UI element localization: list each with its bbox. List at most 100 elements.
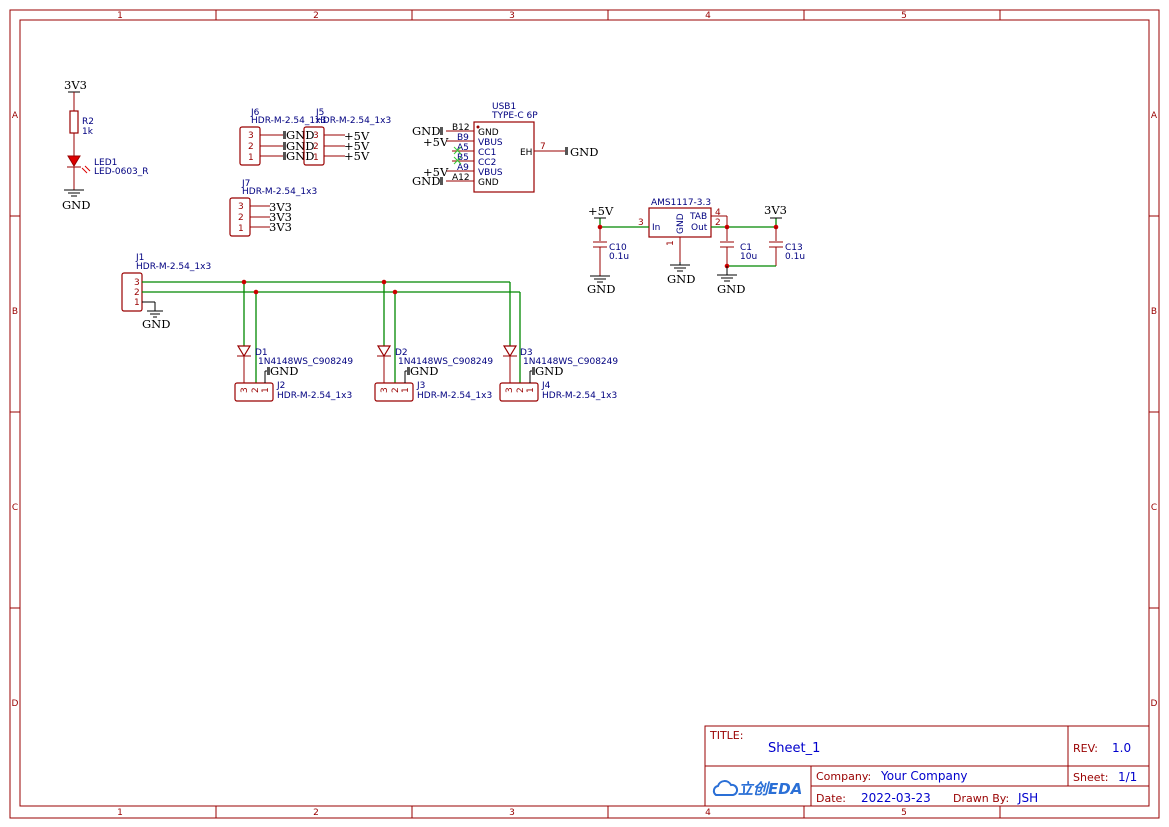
d2-ref: D2 [395, 348, 408, 358]
eda-logo: 立创EDA [738, 780, 802, 798]
j7-ref: J7 [241, 179, 250, 189]
j7-header: J7 HDR-M-2.54_1x3 3 2 1 3V3 3V3 3V3 [229, 179, 317, 237]
reg-pin4-num: 4 [715, 208, 721, 218]
frame-col-5-top: 5 [901, 11, 907, 21]
reg-pin1-num: 1 [666, 240, 676, 246]
usb1-pin-b9: B9 [457, 133, 469, 143]
usb1-name-vbus-1: VBUS [478, 138, 503, 148]
reg-pin3-num: 3 [638, 218, 644, 228]
frame-row-a-left: A [12, 111, 19, 121]
led1-ref: LED1 [94, 158, 117, 168]
j1-value: HDR-M-2.54_1x3 [136, 262, 211, 272]
j3-header: 3 2 1 GND J3 HDR-M-2.54_1x3 [374, 364, 492, 402]
j3-value: HDR-M-2.54_1x3 [417, 391, 492, 401]
j2-value: HDR-M-2.54_1x3 [277, 391, 352, 401]
j5-pin3: 3 [313, 131, 319, 141]
j1-header: J1 HDR-M-2.54_1x3 3 2 1 GND [121, 253, 211, 331]
frame-row-b-left: B [12, 307, 18, 317]
j2-pin2: 2 [251, 387, 261, 393]
ams1117-regulator: AMS1117-3.3 In Out TAB GND 3 4 2 1 GND [638, 198, 728, 286]
net-5v-c10: +5V [588, 204, 614, 218]
j6-pin1: 1 [248, 153, 254, 163]
usb1-name-cc2: CC2 [478, 158, 496, 168]
net-gnd-j6-1: GND [286, 149, 314, 163]
net-5v-usb-bottom: +5V [423, 165, 449, 179]
c1-value: 10u [740, 252, 757, 262]
led1-symbol [67, 155, 81, 167]
net-5v-j5-2: +5V [344, 139, 370, 153]
j6-pin2: 2 [248, 142, 254, 152]
resistor-r2 [69, 110, 79, 134]
title-label: TITLE: [709, 729, 743, 742]
r2-led1-group: 3V3 R2 1k LED1 LED-0603_R GND [62, 78, 149, 212]
j1-ref: J1 [135, 253, 144, 263]
d1-diode: D1 1N4148WS_C908249 [236, 345, 353, 383]
c13-capacitor: 3V3 C13 0.1u GND [717, 203, 805, 296]
sheet-value: 1/1 [1118, 770, 1137, 784]
frame-row-c-right: C [1151, 503, 1157, 513]
j4-pin1: 1 [526, 387, 536, 393]
j2-pin1: 1 [261, 387, 271, 393]
c1-ref: C1 [740, 243, 752, 253]
c10-ref: C10 [609, 243, 627, 253]
reg-pin-tab: TAB [689, 212, 707, 222]
j2-header: 3 2 1 GND J2 HDR-M-2.54_1x3 [234, 364, 352, 402]
usb1-name-gnd-1: GND [478, 128, 499, 138]
sheet-label: Sheet: [1073, 771, 1109, 784]
usb1-pin-a9: A9 [457, 163, 469, 173]
frame-col-2-top: 2 [313, 11, 319, 21]
r2-ref: R2 [82, 117, 94, 127]
usb1-connector: USB1 TYPE-C 6P B12 B9 A5 B5 A9 A12 GND V… [412, 102, 598, 193]
usb1-name-gnd-2: GND [478, 178, 499, 188]
j7-value: HDR-M-2.54_1x3 [242, 187, 317, 197]
company-value: Your Company [880, 769, 968, 783]
net-gnd-j3: GND [410, 364, 438, 378]
j5-value: HDR-M-2.54_1x3 [316, 116, 391, 126]
j3-ref: J3 [416, 381, 425, 391]
frame-col-2-bottom: 2 [313, 808, 319, 818]
j5-header: J5 HDR-M-2.54_1x3 3 2 1 +5V +5V +5V [303, 108, 391, 166]
j3-pin3: 3 [380, 387, 390, 393]
j2-pin3: 3 [240, 387, 250, 393]
net-3v3-j7-3: 3V3 [269, 200, 292, 214]
d2-diode: D2 1N4148WS_C908249 [376, 345, 493, 383]
net-gnd-usb-bottom: GND [412, 174, 440, 188]
j4-ref: J4 [541, 381, 551, 391]
j7-pin1: 1 [238, 224, 244, 234]
j3-pin2: 2 [391, 387, 401, 393]
reg-pin-out: Out [691, 223, 708, 233]
net-5v-usb-top: +5V [423, 135, 449, 149]
no-connect-icon [453, 146, 462, 165]
net-gnd-c1: GND [717, 282, 745, 296]
frame-col-5-bottom: 5 [901, 808, 907, 818]
j1-pin2: 2 [134, 288, 140, 298]
c10-value: 0.1u [609, 252, 629, 262]
frame-row-d-right: D [1151, 699, 1158, 709]
d3-diode: D3 1N4148WS_C908249 [502, 345, 618, 383]
reg-pin-in: In [652, 223, 660, 233]
j3-pin1: 1 [401, 387, 411, 393]
cloud-icon [712, 780, 739, 796]
c1-capacitor: C1 10u [720, 227, 757, 266]
date-value: 2022-03-23 [861, 791, 931, 805]
usb1-pin-b12: B12 [452, 123, 470, 133]
usb1-value: TYPE-C 6P [491, 111, 538, 121]
usb1-pin-a12: A12 [452, 173, 470, 183]
d2-value: 1N4148WS_C908249 [398, 357, 493, 367]
led1-value: LED-0603_R [94, 167, 149, 177]
j4-value: HDR-M-2.54_1x3 [542, 391, 617, 401]
c10-capacitor: +5V C10 0.1u GND [587, 204, 629, 296]
j6-header: J6 HDR-M-2.54_1x3 3 2 1 GND GND GND [239, 108, 326, 166]
d1-value: 1N4148WS_C908249 [258, 357, 353, 367]
j1-pin1: 1 [134, 298, 140, 308]
d3-ref: D3 [520, 348, 533, 358]
regulator-wires [597, 218, 779, 230]
frame-row-a-right: A [1151, 111, 1158, 121]
j7-pin3: 3 [238, 202, 244, 212]
usb1-name-cc1: CC1 [478, 148, 496, 158]
j6-value: HDR-M-2.54_1x3 [251, 116, 326, 126]
j1-pin3: 3 [134, 278, 140, 288]
usb1-pin-7: 7 [540, 142, 546, 152]
net-gnd-c10: GND [587, 282, 615, 296]
